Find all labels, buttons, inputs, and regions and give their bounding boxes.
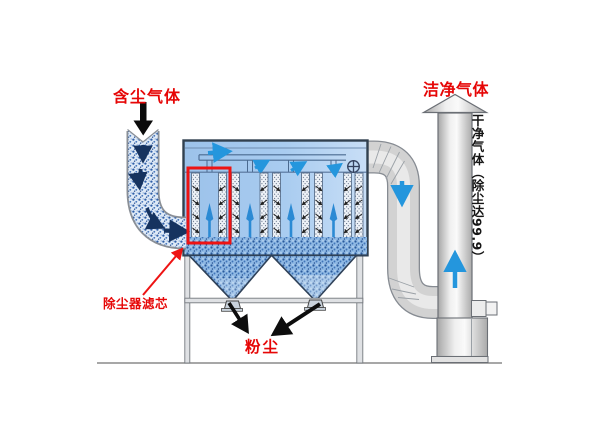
filter-cartridges — [191, 172, 364, 244]
manifold-flow-arrow-icons — [207, 142, 343, 178]
duct-gore-lines — [372, 143, 420, 300]
dust-bed — [184, 237, 367, 256]
dust-label: 粉尘 — [245, 338, 281, 356]
blower-housing — [436, 317, 489, 358]
motor-box — [471, 300, 487, 317]
exhaust-stack — [421, 93, 498, 363]
hopper-right — [269, 254, 359, 303]
motor-box-small — [485, 301, 498, 316]
inlet-gas-arrow-icon — [133, 102, 153, 136]
clean-gas-label: 洁净气体 — [423, 80, 490, 99]
chamber-up-arrow-icons — [205, 203, 338, 243]
dust-hoppers — [187, 254, 359, 303]
filter-core-label: 除尘器滤芯 — [103, 296, 169, 311]
frame-crossbar — [184, 297, 364, 304]
fan-symbol-icon — [347, 160, 360, 173]
outlet-duct — [367, 140, 441, 319]
inlet-flow-arrow-icons — [128, 145, 191, 243]
filter-highlight — [142, 166, 232, 296]
hopper-left — [187, 254, 274, 303]
stack-note-label: 干净气体（除尘达99.9） — [469, 114, 485, 264]
inlet-gas-label: 含尘气体 — [113, 87, 182, 106]
dust-discharge-arrow-icons — [227, 302, 322, 337]
stack-base-plate — [431, 356, 489, 363]
inlet-duct — [126, 128, 191, 250]
stack-cone-cap — [421, 93, 489, 114]
baghouse-box — [182, 139, 369, 257]
filter-leader-arrow-icon — [142, 247, 184, 296]
